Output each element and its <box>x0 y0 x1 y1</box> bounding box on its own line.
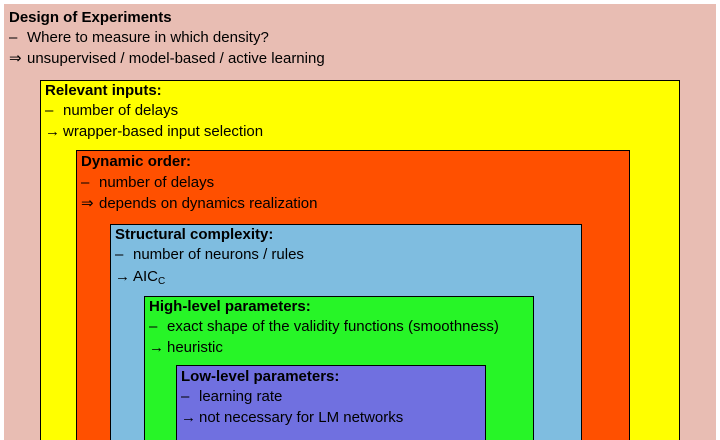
relevant-inputs-item-1: –number of delays <box>45 102 179 119</box>
structural-complexity-item-2: →AICC <box>115 268 166 287</box>
right-arrow-icon: → <box>115 268 130 285</box>
dynamic-order-title: Dynamic order: <box>81 153 192 170</box>
high-level-parameters-item-1: –exact shape of the validity functions (… <box>149 318 499 335</box>
relevant-inputs-item-2: →wrapper-based input selection <box>45 123 264 140</box>
high-level-parameters-item-2: →heuristic <box>149 339 223 356</box>
design-of-experiments-item-1: –Where to measure in which density? <box>9 29 269 46</box>
implies-arrow-icon: ⇒ <box>81 195 94 212</box>
low-level-parameters-item-2: →not necessary for LM networks <box>181 409 404 426</box>
low-level-parameters-title: Low-level parameters: <box>181 368 340 385</box>
structural-complexity-item-1: –number of neurons / rules <box>115 246 304 263</box>
dash-symbol: – <box>45 102 54 119</box>
dash-symbol: – <box>149 318 158 335</box>
right-arrow-icon: → <box>181 409 196 426</box>
design-of-experiments-title: Design of Experiments <box>9 9 172 26</box>
structural-complexity-title: Structural complexity: <box>115 226 274 243</box>
dynamic-order-item-1: –number of delays <box>81 174 215 191</box>
dash-symbol: – <box>81 174 90 191</box>
dynamic-order-item-2: ⇒depends on dynamics realization <box>81 195 318 212</box>
high-level-parameters-title: High-level parameters: <box>149 298 311 315</box>
dash-symbol: – <box>181 388 190 405</box>
low-level-parameters-item-1: –learning rate <box>181 388 283 405</box>
right-arrow-icon: → <box>45 123 60 140</box>
relevant-inputs-title: Relevant inputs: <box>45 82 162 99</box>
low-level-parameters-box <box>176 365 486 440</box>
design-of-experiments-item-2: ⇒unsupervised / model-based / active lea… <box>9 50 325 67</box>
dash-symbol: – <box>115 246 124 263</box>
dash-symbol: – <box>9 29 18 46</box>
implies-arrow-icon: ⇒ <box>9 50 22 67</box>
right-arrow-icon: → <box>149 339 164 356</box>
